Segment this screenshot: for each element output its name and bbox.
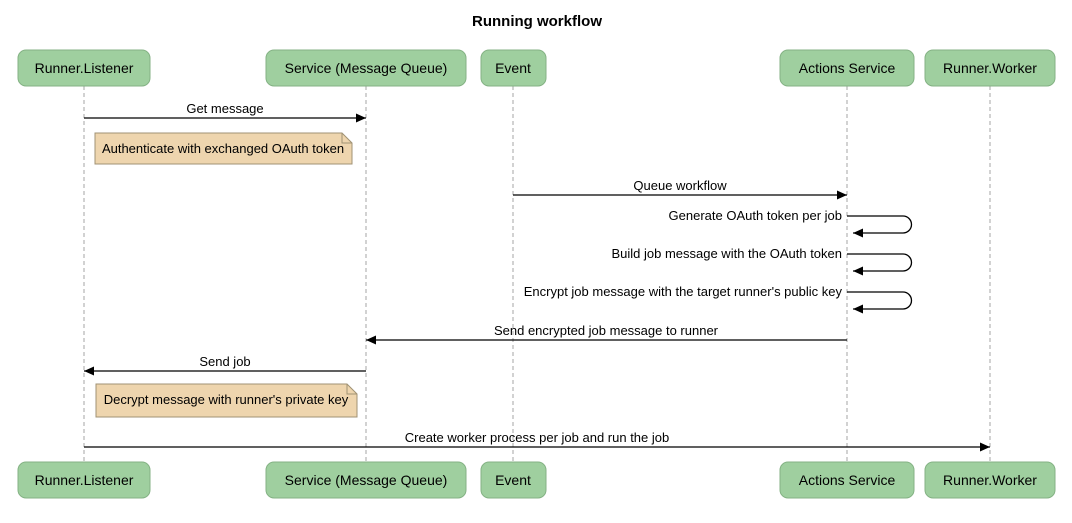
actor-label: Event [495, 472, 531, 488]
actor-top-event: Event [480, 49, 547, 87]
actor-label: Service (Message Queue) [285, 472, 448, 488]
actor-box [480, 461, 547, 499]
message-label: Encrypt job message with the target runn… [524, 284, 843, 299]
message-send-job: Send job [84, 354, 366, 376]
actor-box [480, 49, 547, 87]
note-box [94, 132, 353, 165]
actor-bottom-event: Event [480, 461, 547, 499]
self-message-loop [847, 253, 913, 276]
actor-label: Runner.Worker [943, 472, 1037, 488]
actor-box [17, 49, 151, 87]
actor-box [265, 461, 467, 499]
self-message-loop [847, 291, 913, 314]
actor-label: Runner.Listener [35, 60, 134, 76]
actor-top-service-message-queue: Service (Message Queue) [265, 49, 467, 87]
note-fold-corner [346, 384, 357, 395]
actor-label: Service (Message Queue) [285, 60, 448, 76]
actor-box [779, 49, 915, 87]
self-message-loop [847, 215, 913, 238]
self-message-build-job-message: Build job message with the OAuth token [611, 246, 913, 276]
actor-box [265, 49, 467, 87]
actor-top-runner-listener: Runner.Listener [17, 49, 151, 87]
actor-box [924, 49, 1056, 87]
actor-bottom-actions-service: Actions Service [779, 461, 915, 499]
message-label: Generate OAuth token per job [669, 208, 842, 223]
actor-bottom-runner-listener: Runner.Listener [17, 461, 151, 499]
note-label: Authenticate with exchanged OAuth token [102, 141, 344, 156]
actor-box [924, 461, 1056, 499]
message-label: Create worker process per job and run th… [405, 430, 669, 445]
note-decrypt-private-key: Decrypt message with runner's private ke… [95, 383, 358, 418]
actor-label: Actions Service [799, 60, 896, 76]
diagram-title: Running workflow [472, 13, 602, 30]
actor-top-runner-worker: Runner.Worker [924, 49, 1056, 87]
message-send-encrypted-job: Send encrypted job message to runner [366, 323, 847, 345]
actor-top-actions-service: Actions Service [779, 49, 915, 87]
self-message-generate-oauth-token: Generate OAuth token per job [669, 208, 913, 238]
note-authenticate-oauth: Authenticate with exchanged OAuth token [94, 132, 353, 165]
note-box [95, 383, 358, 418]
note-fold-corner [341, 133, 352, 144]
actor-bottom-runner-worker: Runner.Worker [924, 461, 1056, 499]
actor-label: Actions Service [799, 472, 896, 488]
actor-label: Runner.Worker [943, 60, 1037, 76]
note-label: Decrypt message with runner's private ke… [104, 392, 349, 407]
actor-box [779, 461, 915, 499]
message-label: Send job [199, 354, 250, 369]
message-label: Get message [186, 101, 263, 116]
message-queue-workflow: Queue workflow [513, 178, 847, 200]
actor-bottom-service-message-queue: Service (Message Queue) [265, 461, 467, 499]
actor-box [17, 461, 151, 499]
self-message-encrypt-job-message: Encrypt job message with the target runn… [524, 284, 913, 314]
message-label: Build job message with the OAuth token [611, 246, 842, 261]
message-create-worker-process: Create worker process per job and run th… [84, 430, 990, 452]
actor-label: Event [495, 60, 531, 76]
actor-label: Runner.Listener [35, 472, 134, 488]
message-get-message: Get message [84, 101, 366, 123]
message-label: Queue workflow [633, 178, 727, 193]
message-label: Send encrypted job message to runner [494, 323, 719, 338]
